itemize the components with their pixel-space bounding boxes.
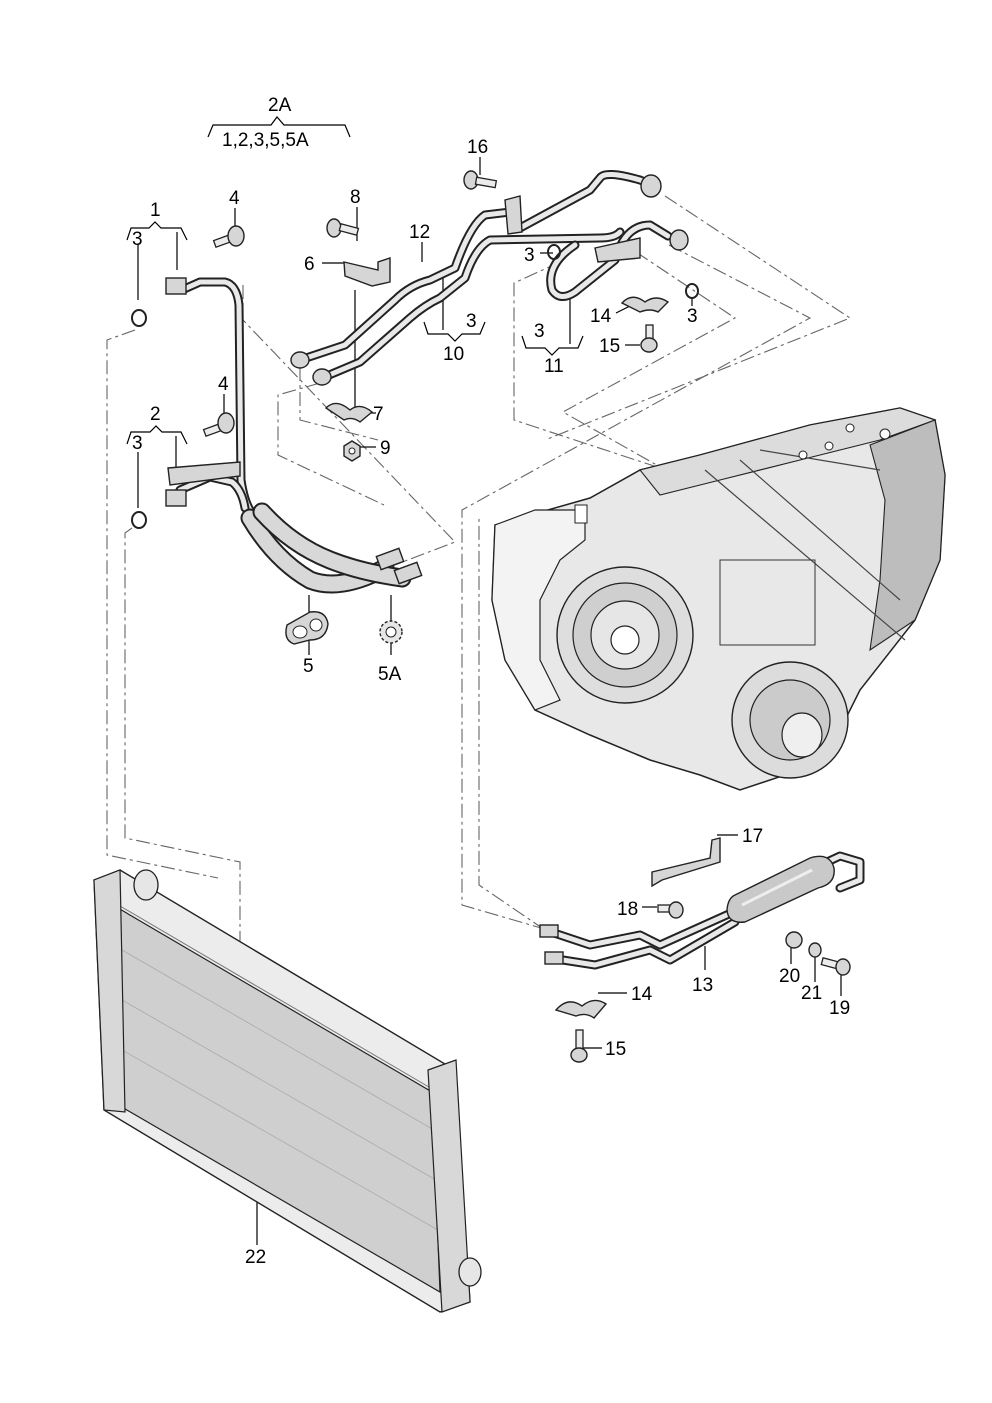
callout-11: 11 [544,356,564,377]
callout-4: 4 [229,188,240,209]
callout-8: 8 [350,187,361,208]
callout-3: 3 [534,321,545,342]
nut-9 [343,440,361,462]
callout-2a: 2A [268,95,292,116]
union-nut-10 [312,368,332,386]
callout-9: 9 [380,438,391,459]
bracket-6 [343,257,391,287]
rubber-grommet-5 [285,611,329,645]
pipe-12 [295,207,515,365]
callout-2: 2 [150,404,161,425]
callout-17: 17 [742,826,763,847]
callout-22: 22 [245,1247,266,1268]
callout-19: 19 [829,998,850,1019]
callout-20: 20 [779,966,800,987]
callout-3: 3 [132,229,143,250]
retaining-clip-5a [379,620,403,644]
callout-16: 16 [467,137,488,158]
transmission-housing [491,407,946,791]
callout-3: 3 [687,306,698,327]
bolt-15-lower [570,1029,588,1063]
callout-3: 3 [466,311,477,332]
union-nut-11a [640,174,662,198]
callout-18: 18 [617,899,638,920]
callout-14: 14 [590,306,612,327]
bolt-18 [657,901,684,919]
callout-13: 13 [692,975,713,996]
callout-5: 5 [303,656,314,677]
routing-lines [106,195,852,952]
fitting-13-upper [539,924,559,938]
callout-3: 3 [524,245,535,266]
callout-7: 7 [373,404,384,425]
callout-1: 1 [150,200,161,221]
pipe-13-cylinder [726,855,835,923]
fitting-13-lower [544,951,564,965]
clamp-7 [324,402,374,423]
o-ring-3-lower [131,511,147,529]
radiator-22 [93,869,482,1313]
pipe-11 [515,170,673,301]
callout-4: 4 [218,374,229,395]
union-nut-12 [290,351,310,369]
bolt-8 [326,218,360,238]
union-nut-11b [669,229,689,251]
callout-12: 12 [409,222,430,243]
o-ring-3-upper [131,309,147,327]
o-ring-3-far-right [685,283,699,299]
pipe-10 [317,227,625,383]
callout-15: 15 [605,1039,626,1060]
callout-2a-group: 1,2,3,5,5A [222,130,309,151]
callout-21: 21 [801,983,822,1004]
clamp-14-upper [620,296,670,313]
callout-5a: 5A [378,664,402,685]
bolt-16 [463,170,498,190]
callout-3: 3 [132,433,143,454]
bolt-4-lower [202,412,235,438]
bracket-17 [651,837,721,888]
callout-10: 10 [443,344,464,365]
callout-labels: 2A 1,2,3,5,5A 1 3 4 2 3 4 5 5A 8 6 12 7 … [132,95,850,1268]
pipe-bracket-11 [594,237,641,263]
flange-16 [504,195,523,235]
callout-6: 6 [304,254,315,275]
o-ring-3-right [547,244,561,260]
callout-14: 14 [631,984,653,1005]
seal-21 [808,942,822,958]
plug-20 [785,931,803,949]
clamp-14-lower [554,999,608,1019]
banjo-fittings [165,277,187,507]
bolt-15-upper [640,324,658,353]
bolt-19 [820,956,851,976]
callout-15: 15 [599,336,620,357]
hose-end-fittings [375,547,423,585]
bolt-4-upper [212,225,245,249]
oil-cooler-hose-lines [165,277,423,594]
